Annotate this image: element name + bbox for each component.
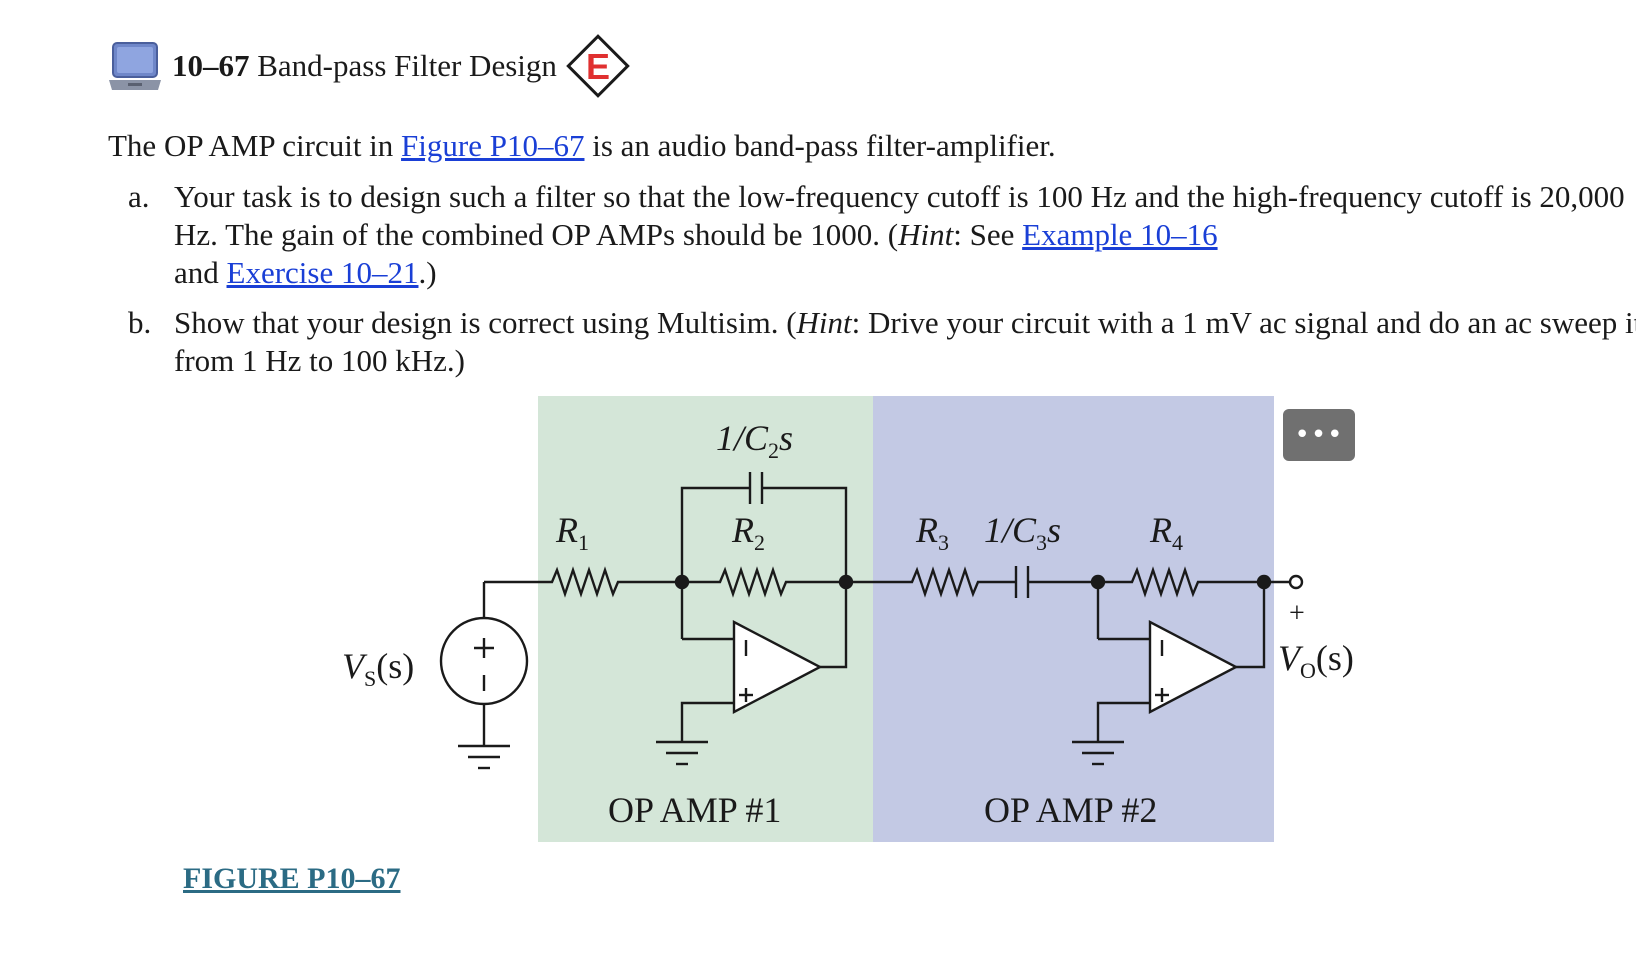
circuit-figure: VS(s) R1 R2 1/C2s R3 1/C3s — [342, 396, 1354, 842]
part-a-text4: .) — [418, 255, 437, 290]
intro-before: The OP AMP circuit in — [108, 128, 402, 163]
opamp-2-symbol — [1072, 582, 1266, 766]
r1-label: R1 — [555, 510, 589, 555]
problem-title: 10–67 Band-pass Filter Design — [172, 48, 557, 84]
problem-number: 10–67 — [172, 48, 250, 83]
part-b-hint: Hint — [796, 305, 852, 340]
exercise-badge-icon: E — [566, 34, 630, 98]
c2-label: 1/C2s — [716, 418, 793, 463]
part-b-text: Show that your design is correct using M… — [174, 304, 1636, 380]
resistor-r3 — [846, 566, 1016, 598]
part-b-text2: : Drive your circuit with a 1 mV ac sign… — [174, 305, 1636, 378]
vs-label: VS(s) — [342, 646, 414, 691]
output-plus: + — [1289, 598, 1305, 629]
laptop-icon — [109, 42, 161, 90]
problem-name: Band-pass Filter Design — [257, 48, 557, 83]
part-a-text2: : See — [953, 217, 1023, 252]
figure-caption[interactable]: FIGURE P10–67 — [183, 862, 401, 895]
intro-text: The OP AMP circuit in Figure P10–67 is a… — [108, 128, 1056, 164]
example-link[interactable]: Example 10–16 — [1022, 217, 1218, 252]
exercise-link[interactable]: Exercise 10–21 — [226, 255, 419, 290]
stage2-background — [873, 396, 1274, 842]
output-terminal — [1288, 574, 1304, 590]
stage1-background — [538, 396, 873, 842]
part-a-hint: Hint — [898, 217, 954, 252]
c3-label: 1/C3s — [984, 510, 1061, 555]
r4-label: R4 — [1149, 510, 1183, 555]
intro-after: is an audio band-pass filter-amplifier. — [584, 128, 1056, 163]
problem-header: 10–67 Band-pass Filter Design E — [108, 34, 633, 98]
part-a-text: Your task is to design such a filter so … — [174, 178, 1636, 292]
part-b-marker: b. — [128, 305, 152, 340]
resistor-r2 — [682, 566, 846, 598]
part-a-marker: a. — [128, 179, 150, 214]
r2-label: R2 — [731, 510, 765, 555]
resistor-r4 — [1098, 566, 1264, 598]
resistor-r1 — [542, 566, 682, 598]
opamp-2-label: OP AMP #2 — [984, 790, 1157, 830]
part-b-text1: Show that your design is correct using M… — [174, 305, 797, 340]
capacitor-c3 — [1014, 566, 1098, 598]
figure-link[interactable]: Figure P10–67 — [401, 128, 585, 163]
badge-letter: E — [586, 46, 610, 87]
r3-label: R3 — [915, 510, 949, 555]
part-a-text3: and — [174, 255, 227, 290]
vo-label: VO(s) — [1278, 638, 1354, 683]
more-options-button[interactable]: ••• — [1283, 409, 1355, 461]
voltage-source — [439, 580, 542, 770]
opamp-1-symbol — [656, 582, 848, 766]
part-a-text1: Your task is to design such a filter so … — [174, 179, 1625, 252]
opamp-1-label: OP AMP #1 — [608, 790, 781, 830]
capacitor-c2 — [680, 472, 848, 582]
